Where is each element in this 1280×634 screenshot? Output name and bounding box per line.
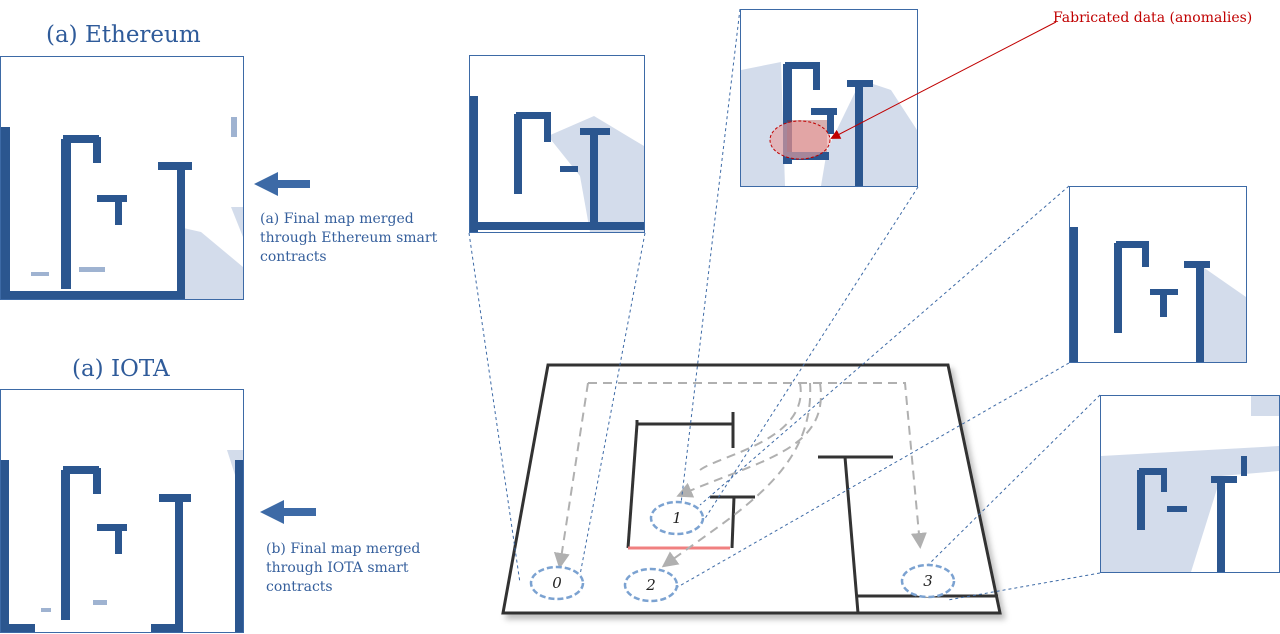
robot-3-label: 3: [923, 572, 933, 590]
robot-3-map: [1100, 395, 1280, 573]
ethereum-caption: (a) Final map merged through Ethereum sm…: [260, 211, 438, 265]
robot-paths: [553, 382, 927, 569]
ethereum-arrow-icon: [254, 172, 310, 196]
ethereum-final-map: [0, 56, 244, 300]
anomaly-label: Fabricated data (anomalies): [1053, 10, 1253, 26]
connector-lines: [468, 8, 1101, 601]
anomaly-arrow: [830, 21, 1057, 139]
robot-2-map: [1069, 186, 1247, 363]
robot-0: 0: [529, 565, 585, 601]
iota-arrow-icon: [260, 500, 316, 524]
robot-0-map: [469, 55, 645, 233]
robot-1-label: 1: [672, 509, 682, 527]
iota-final-map: [0, 389, 244, 633]
iota-title: (a) IOTA: [72, 356, 170, 382]
robot-0-label: 0: [552, 574, 562, 592]
robot-1: 1: [649, 500, 705, 536]
robot-2: 2: [623, 567, 679, 603]
floorplan-board: [501, 363, 1002, 615]
anomaly-highlight: [769, 120, 831, 160]
robot-2-label: 2: [645, 576, 656, 594]
iota-caption: (b) Final map merged through IOTA smart …: [266, 541, 421, 595]
ethereum-title: (a) Ethereum: [46, 22, 201, 48]
robot-3: 3: [900, 563, 956, 599]
